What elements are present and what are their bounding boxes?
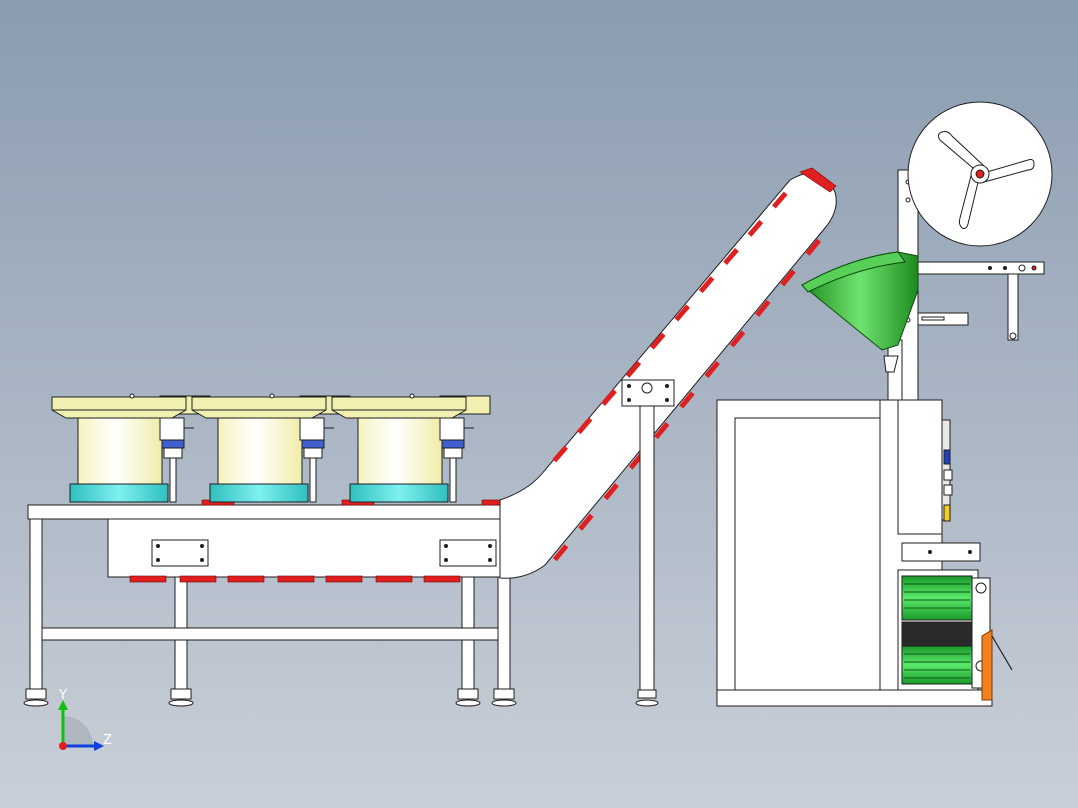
support-foot xyxy=(637,689,657,699)
triad-origin xyxy=(59,742,67,750)
guide-down-arm xyxy=(1007,273,1019,341)
bowl-body xyxy=(77,415,163,487)
conveyor-cleat xyxy=(805,238,822,256)
collecting-hopper[interactable] xyxy=(801,251,919,351)
reel-spoke xyxy=(979,159,1035,183)
conveyor-belt-body xyxy=(499,172,837,579)
table-foot-pad xyxy=(168,699,194,707)
conveyor-cleat xyxy=(578,513,594,531)
conveyor-cleat xyxy=(650,332,666,350)
table-foot xyxy=(457,688,479,700)
mounting-plate xyxy=(439,539,497,567)
cabinet-door[interactable] xyxy=(734,417,881,691)
bowl-vibration-base xyxy=(349,483,449,503)
conveyor-cleat xyxy=(698,276,715,294)
bowl-feeder-group[interactable] xyxy=(51,393,515,506)
conveyor-cleat xyxy=(723,248,739,265)
tube-nozzle xyxy=(883,355,899,373)
coordinate-triad: Y Z xyxy=(58,688,112,751)
triad-quadrant xyxy=(63,716,93,746)
conveyor-cleat xyxy=(755,299,771,317)
bowl-sensor-dot xyxy=(409,393,415,399)
bowl-vibration-base xyxy=(209,483,309,503)
film-reel[interactable] xyxy=(907,101,1053,247)
bowl-outlet-clamp xyxy=(303,447,323,459)
conveyor-cleat xyxy=(704,360,720,378)
mounting-plate xyxy=(151,539,209,567)
reel-center xyxy=(975,169,985,179)
bowl-outlet-clamp xyxy=(443,447,463,459)
conveyor-cleat xyxy=(576,417,593,435)
conveyor-cleat xyxy=(729,330,746,348)
table-leg xyxy=(29,518,43,690)
sealing-crossbar xyxy=(901,542,981,562)
conveyor-cleat xyxy=(603,483,619,501)
reel-spoke xyxy=(937,131,985,175)
conveyor-cleat xyxy=(747,219,764,237)
conveyor-head-cap xyxy=(799,167,837,193)
conveyor-cleat xyxy=(679,391,695,409)
bowl-vibration-base xyxy=(69,483,169,503)
bowl-body xyxy=(217,415,303,487)
machine-base xyxy=(716,689,993,707)
packaging-machine[interactable] xyxy=(716,167,1045,707)
indicator-blue xyxy=(943,449,951,465)
support-foot-pad xyxy=(635,699,659,707)
conveyor-cleat xyxy=(674,304,690,322)
conveyor-support[interactable] xyxy=(621,379,675,707)
bowl-feeder[interactable] xyxy=(51,393,235,506)
conveyor-cleat xyxy=(552,544,569,562)
y-axis-label: Y xyxy=(58,688,67,703)
cutter-arm xyxy=(991,635,1013,671)
conveyor-cleat xyxy=(772,191,788,209)
bowl-outlet-track xyxy=(439,417,465,441)
sealing-jaw xyxy=(901,621,973,647)
table-top xyxy=(27,504,514,520)
inclined-conveyor[interactable] xyxy=(499,167,837,579)
bowl-sensor-dot xyxy=(269,393,275,399)
bowl-sensor-dot xyxy=(129,393,135,399)
table-foot-pad xyxy=(455,699,481,707)
table-foot-pad xyxy=(23,699,49,707)
cutter-bracket xyxy=(981,629,993,701)
indicator-yellow xyxy=(943,504,951,522)
bowl-outlet-sensor xyxy=(441,439,465,449)
bowl-top-rim xyxy=(51,396,187,419)
bowl-body xyxy=(357,415,443,487)
conveyor-cleat xyxy=(552,445,568,463)
conveyor-cleat xyxy=(780,269,796,287)
trough-cleats xyxy=(129,575,461,583)
table-stretcher xyxy=(41,627,499,641)
panel-switch[interactable] xyxy=(943,469,953,481)
bowl-feeder[interactable] xyxy=(331,393,515,506)
bowl-top-rim xyxy=(331,396,467,419)
conveyor-cleat xyxy=(601,389,617,406)
conveyor-cleats xyxy=(552,191,822,562)
table-foot-pad xyxy=(491,699,517,707)
control-panel xyxy=(897,399,943,535)
conveyor-cleat xyxy=(625,360,642,378)
hopper-rim xyxy=(801,251,906,293)
z-axis-label: Z xyxy=(103,733,112,748)
panel-switch[interactable] xyxy=(943,484,953,496)
bowl-outlet-stand xyxy=(449,457,457,503)
bowl-outlet-sensor xyxy=(161,439,185,449)
bowl-outlet-track xyxy=(299,417,325,441)
table-foot xyxy=(25,688,47,700)
conveyor-cleat xyxy=(654,422,670,440)
table-foot xyxy=(493,688,515,700)
table-foot xyxy=(170,688,192,700)
upper-roller xyxy=(901,575,973,621)
support-post xyxy=(639,405,655,691)
support-pivot xyxy=(641,382,653,394)
bowl-outlet-stand xyxy=(169,457,177,503)
bowl-outlet-sensor xyxy=(301,439,325,449)
bowl-outlet-clamp xyxy=(163,447,183,459)
bowl-outlet-track xyxy=(159,417,185,441)
reel-spoke xyxy=(958,171,981,229)
bowl-outlet-stand xyxy=(309,457,317,503)
bowl-top-rim xyxy=(191,396,327,419)
